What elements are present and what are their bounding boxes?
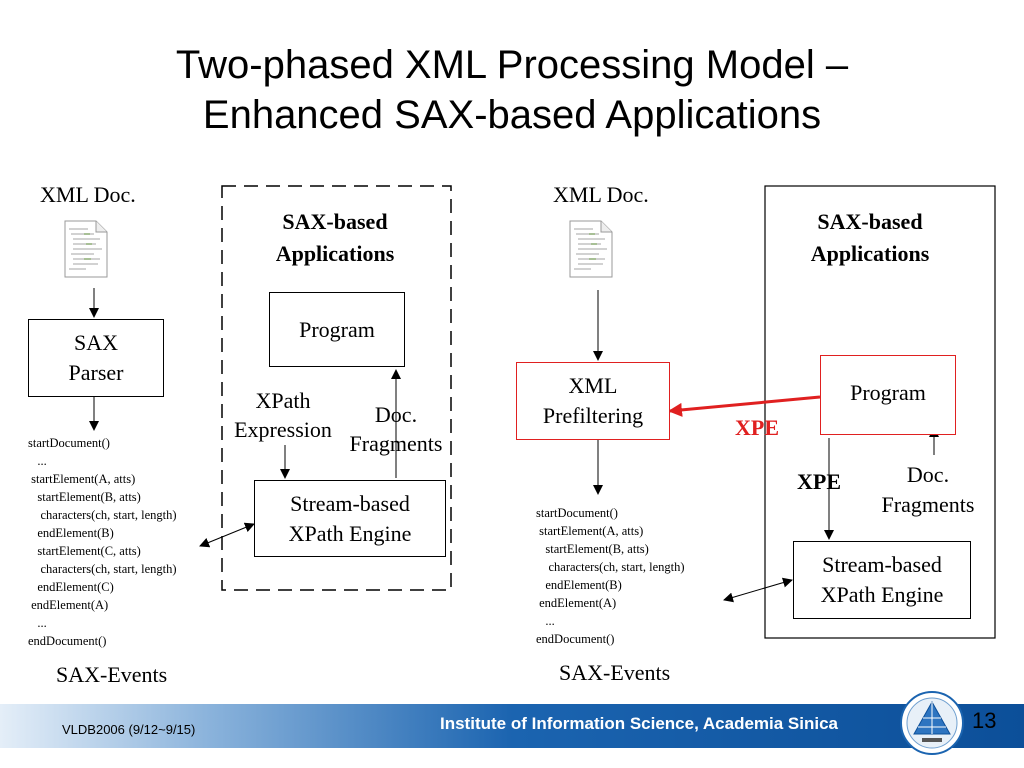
sax-event-line: endDocument() <box>536 632 615 646</box>
right-engine-line1: Stream-based <box>822 552 942 577</box>
xpath-expression-line1: XPath <box>255 388 311 413</box>
xml-prefiltering-line2: Prefiltering <box>542 403 644 428</box>
sax-event-line: ... <box>28 454 47 468</box>
left-engine-line1: Stream-based <box>290 490 410 516</box>
right-engine-box: Stream-based XPath Engine <box>793 541 971 619</box>
xpath-expression-label: XPath Expression <box>224 386 342 444</box>
right-fragments-line1: Doc. <box>906 462 950 487</box>
right-program-label: Program <box>850 380 926 405</box>
academia-sinica-logo <box>900 691 964 755</box>
sax-event-line: startElement(A, atts) <box>536 524 644 538</box>
slide-title: Two-phased XML Processing Model – Enhanc… <box>0 40 1024 140</box>
left-xml-document-icon <box>64 220 108 278</box>
sax-parser-line2: Parser <box>68 360 124 385</box>
xpath-expression-line2: Expression <box>234 417 332 442</box>
sax-event-line: startElement(B, atts) <box>536 542 649 556</box>
sax-event-line: endElement(A) <box>536 596 617 610</box>
right-engine-line2: XPath Engine <box>820 582 944 607</box>
sax-event-line: endElement(B) <box>28 526 114 540</box>
sax-event-line: startElement(A, atts) <box>28 472 136 486</box>
left-fragments-label: Doc. Fragments <box>340 400 452 458</box>
left-app-group-title-line1: SAX-based <box>282 209 388 234</box>
slide-title-line1: Two-phased XML Processing Model – <box>175 43 849 87</box>
right-app-group-title: SAX-based Applications <box>775 206 965 270</box>
sax-event-line: startElement(C, atts) <box>28 544 141 558</box>
footer-institute: Institute of Information Science, Academ… <box>440 714 839 733</box>
right-xml-document-icon <box>569 220 613 278</box>
sax-event-line: endDocument() <box>28 634 107 648</box>
right-fragments-line2: Fragments <box>881 492 975 517</box>
arrow-engine-events-left <box>199 522 255 548</box>
sax-event-line: startDocument() <box>28 436 110 450</box>
sax-event-line: ... <box>536 614 555 628</box>
footer-bar <box>0 704 1024 748</box>
sax-event-line: characters(ch, start, length) <box>28 508 177 522</box>
sax-event-line: endElement(C) <box>28 580 114 594</box>
xpe-red-label: XPE <box>735 415 779 440</box>
right-app-group-title-line1: SAX-based <box>817 209 923 234</box>
sax-event-line: endElement(B) <box>536 578 622 592</box>
right-fragments-label: Doc. Fragments <box>870 460 986 520</box>
xml-prefiltering-box: XML Prefiltering <box>516 362 670 440</box>
arrow-xpe-to-prefilter <box>668 395 821 417</box>
footer-conference: VLDB2006 (9/12~9/15) <box>62 722 196 737</box>
sax-parser-box: SAX Parser <box>28 319 164 397</box>
sax-event-line: characters(ch, start, length) <box>28 562 177 576</box>
xml-prefiltering-line1: XML <box>568 373 618 398</box>
sax-event-line: startElement(B, atts) <box>28 490 141 504</box>
left-engine-box: Stream-based XPath Engine <box>254 480 446 557</box>
xpe-black-label: XPE <box>797 469 841 494</box>
sax-event-line: characters(ch, start, length) <box>536 560 685 574</box>
left-program-label: Program <box>299 317 375 342</box>
left-xml-doc-label: XML Doc. <box>40 182 136 207</box>
left-fragments-line1: Doc. <box>374 402 418 427</box>
left-app-group-title-line2: Applications <box>275 241 395 266</box>
left-fragments-line2: Fragments <box>349 431 443 456</box>
left-sax-events-label: SAX-Events <box>56 662 168 687</box>
left-app-group-title: SAX-based Applications <box>240 206 430 270</box>
page-number: 13 <box>972 708 997 733</box>
right-sax-events-list: startDocument() startElement(A, atts) st… <box>536 504 685 648</box>
sax-event-line: startDocument() <box>536 506 618 520</box>
right-sax-events-label: SAX-Events <box>559 660 671 685</box>
left-engine-line2: XPath Engine <box>288 520 412 546</box>
right-app-group-title-line2: Applications <box>810 241 930 266</box>
left-app-group-border <box>221 185 452 591</box>
sax-event-line: ... <box>28 616 47 630</box>
right-app-group-border <box>764 185 996 639</box>
left-sax-events-list: startDocument() ... startElement(A, atts… <box>28 434 177 650</box>
left-program-box: Program <box>269 292 405 367</box>
sax-parser-line1: SAX <box>73 330 118 355</box>
sax-event-line: endElement(A) <box>28 598 109 612</box>
right-program-box: Program <box>820 355 956 435</box>
arrow-engine-events-right <box>723 577 793 603</box>
right-xml-doc-label: XML Doc. <box>553 182 649 207</box>
slide-title-line2: Enhanced SAX-based Applications <box>202 93 822 137</box>
